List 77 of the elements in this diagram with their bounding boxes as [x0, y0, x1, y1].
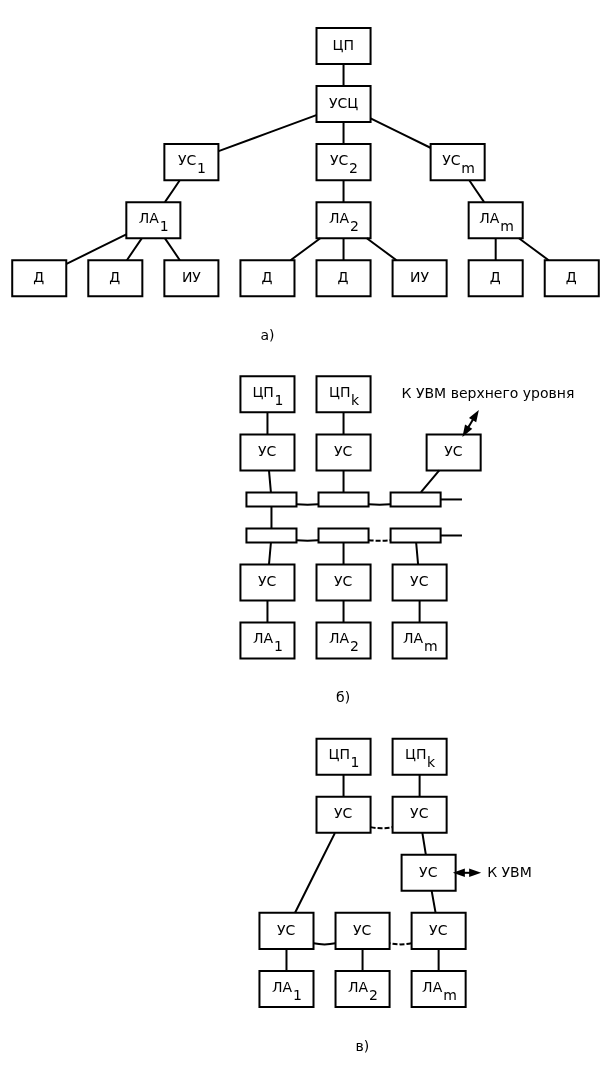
node-box [317, 527, 370, 543]
label: а) [260, 326, 275, 343]
connector [388, 941, 413, 945]
connector [415, 541, 420, 565]
connector [342, 236, 345, 261]
node-box: УС [239, 432, 296, 471]
node-box: ЦП [315, 26, 372, 65]
connector [295, 538, 320, 542]
arrow [462, 409, 479, 437]
connector [494, 236, 497, 261]
node-box: ИУ [391, 258, 448, 297]
connector [468, 178, 486, 203]
node-box: УС [315, 795, 372, 834]
connector [268, 468, 272, 493]
node-box: Д [11, 258, 68, 297]
connector [361, 947, 364, 972]
node-box [389, 490, 442, 507]
connector [65, 232, 128, 265]
connector [289, 236, 322, 261]
node-box: УС [334, 911, 391, 950]
node-box: Д [239, 258, 296, 297]
connector [517, 236, 550, 261]
connector [439, 534, 463, 536]
connector [217, 113, 318, 152]
node-box: УС [400, 853, 457, 892]
label: б) [336, 688, 351, 705]
connector [125, 236, 143, 261]
connector [430, 889, 437, 914]
node-box: Д [467, 258, 524, 297]
node-box: Д [543, 258, 600, 297]
connector [270, 505, 273, 529]
connector [418, 599, 421, 624]
node-box: Д [87, 258, 144, 297]
connector [342, 468, 345, 493]
connector [342, 62, 345, 87]
node-box: УСЦ [315, 84, 372, 123]
connector [342, 541, 345, 565]
connector [163, 178, 181, 203]
node-box: УС [425, 432, 482, 471]
connector [342, 773, 345, 798]
label: в) [355, 1037, 370, 1054]
node-text: К УВМ [487, 863, 532, 880]
node-box [389, 527, 442, 543]
connector [369, 825, 394, 829]
connector [295, 502, 320, 506]
connector [342, 178, 345, 203]
connector [266, 599, 269, 624]
node-box: УС [410, 911, 467, 950]
connector [268, 541, 272, 565]
connector [367, 502, 392, 506]
node-box [317, 490, 370, 507]
node-box: УС [258, 911, 315, 950]
node-box [245, 527, 298, 543]
connector [418, 773, 421, 798]
connector [164, 236, 181, 261]
connector [437, 947, 440, 972]
node-box: УС [391, 563, 448, 602]
node-box: ИУ [163, 258, 220, 297]
connector [294, 831, 336, 914]
node-box: УС [315, 432, 372, 471]
node-box: УС [315, 563, 372, 602]
node-text: К УВМ верхнего уровня [401, 384, 575, 401]
connector [420, 468, 441, 493]
node-box: УС [239, 563, 296, 602]
connector [312, 941, 337, 945]
connector [266, 411, 269, 435]
connector [342, 599, 345, 624]
connector [342, 120, 345, 145]
connector [439, 497, 463, 500]
node-box [245, 490, 298, 507]
node-box: Д [315, 258, 372, 297]
node-box: УС [391, 795, 448, 834]
connector [421, 831, 427, 856]
connector [365, 236, 398, 261]
connector [369, 116, 432, 149]
connector [342, 411, 345, 435]
connector [285, 947, 288, 972]
